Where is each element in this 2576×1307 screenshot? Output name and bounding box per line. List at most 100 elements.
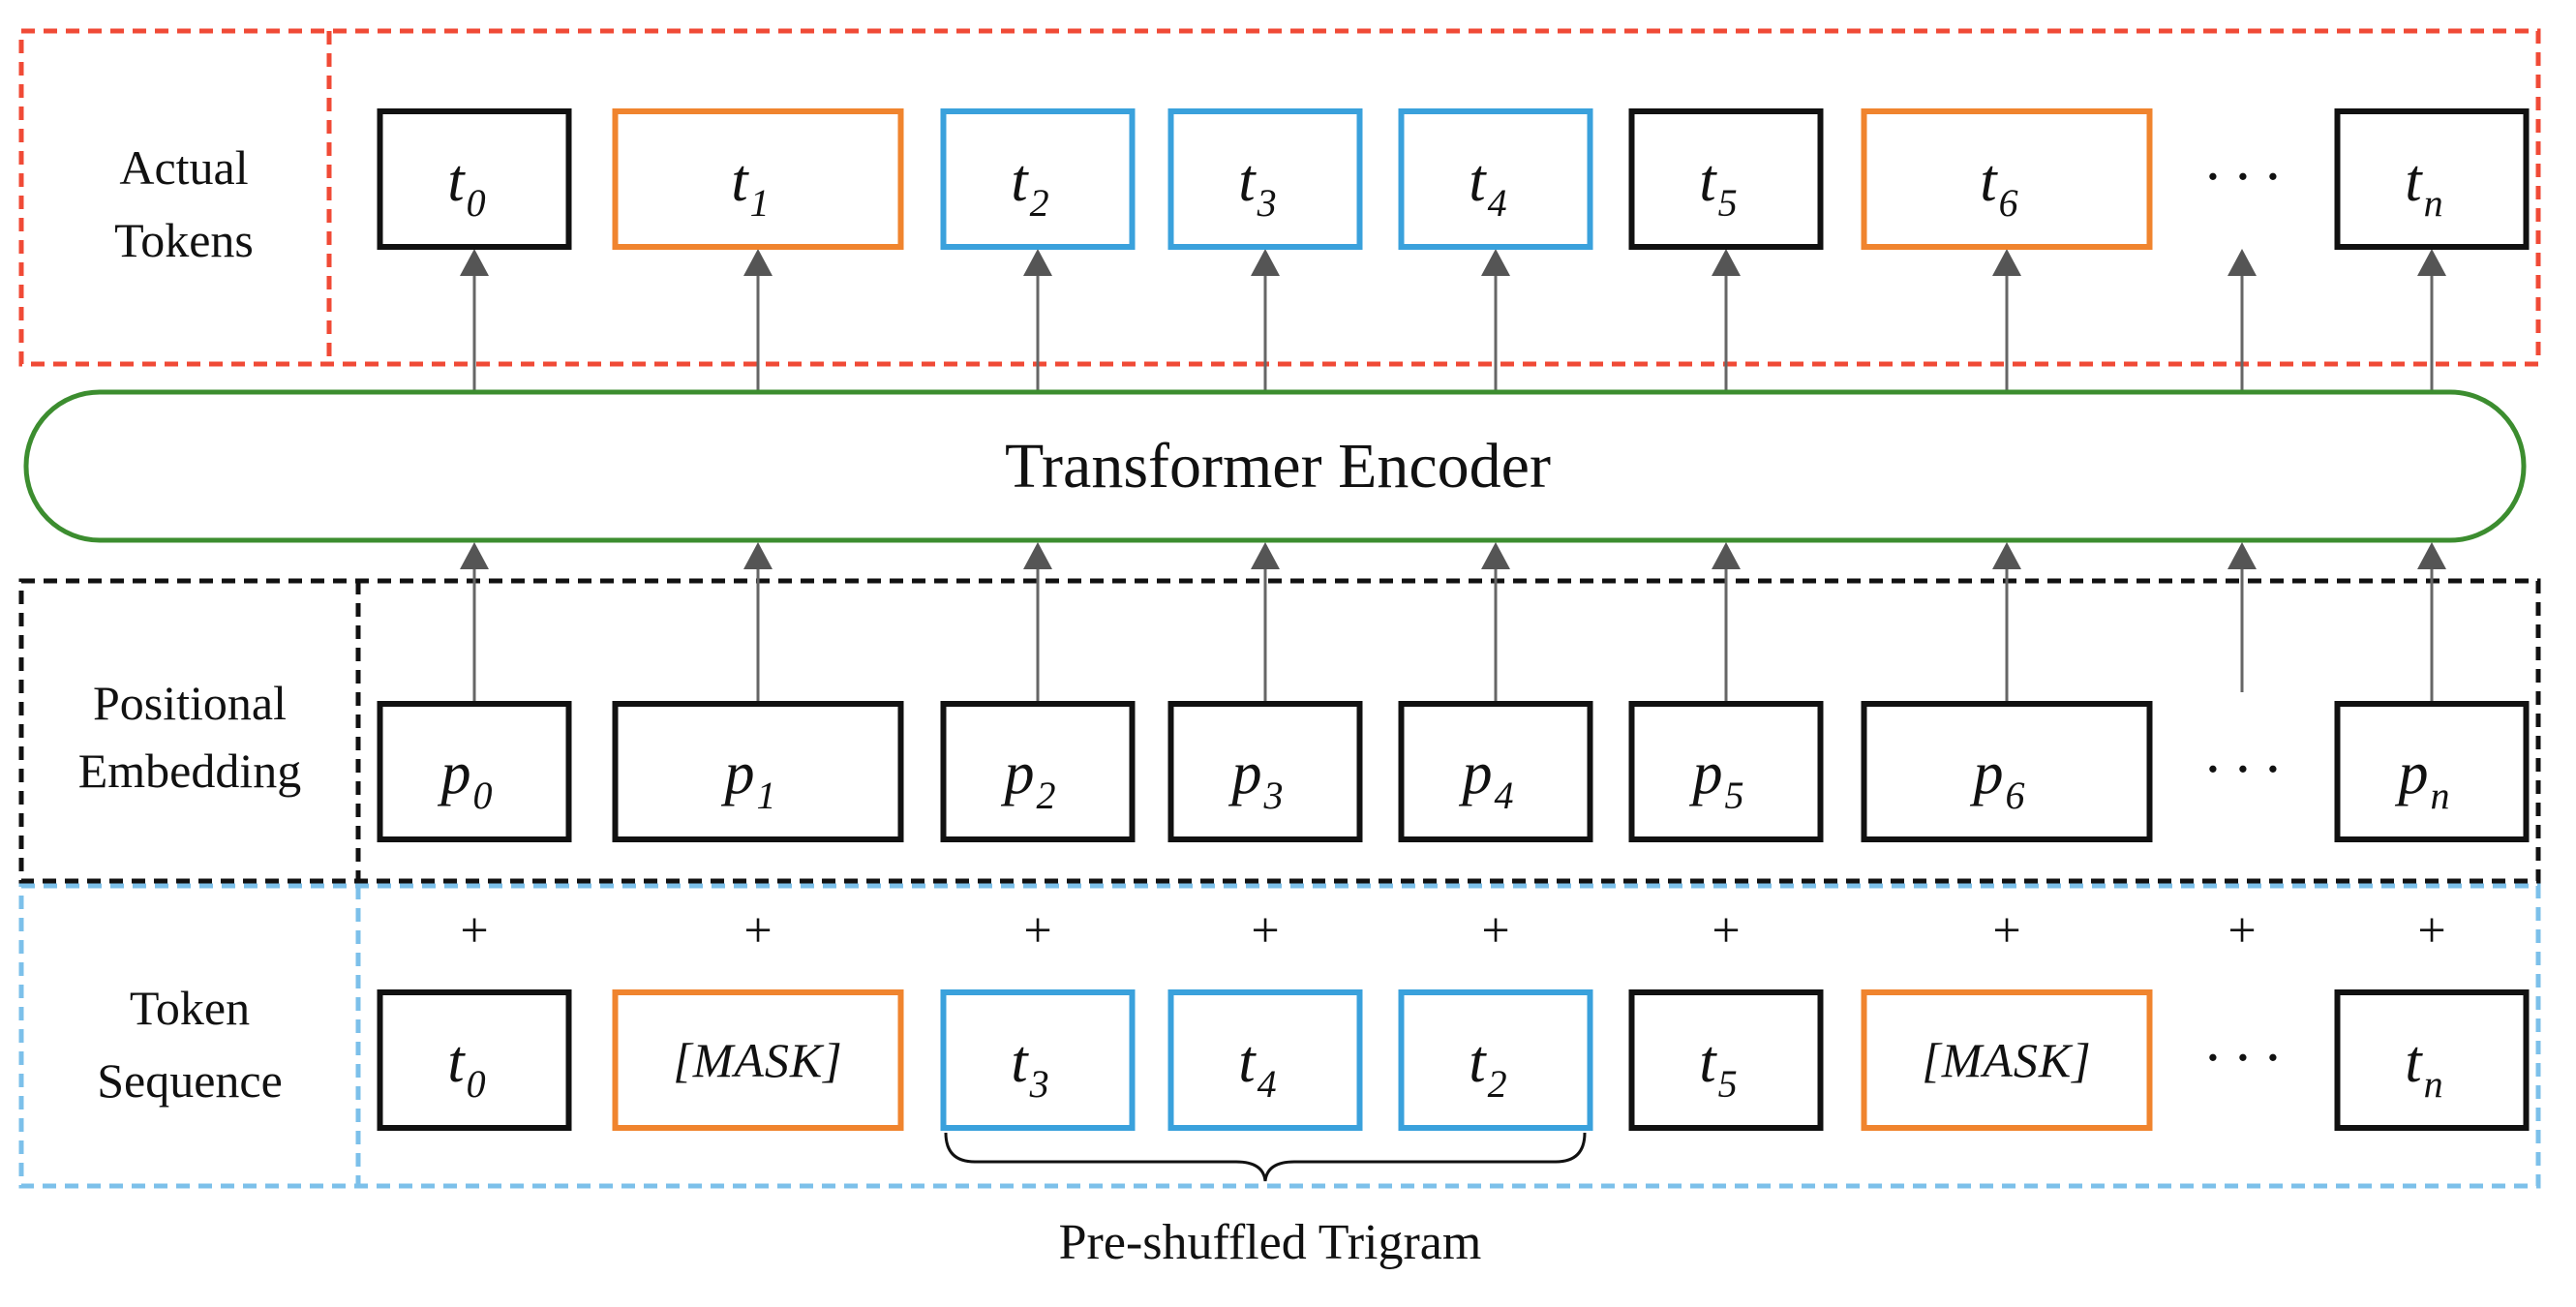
- plus-sign-0: +: [460, 903, 488, 958]
- positional-embedding-ellipsis: · · ·: [2204, 737, 2280, 803]
- positional-embedding-label-line1: Positional: [93, 676, 287, 730]
- trigram-caption: Pre-shuffled Trigram: [1059, 1215, 1482, 1270]
- positional-embedding-symbol-8: pn: [2395, 741, 2450, 817]
- symbol-letter: t: [1699, 148, 1717, 214]
- actual-tokens-symbol-0: t0: [447, 148, 485, 225]
- token-sequence-box-4: [1398, 989, 1593, 1131]
- symbol-letter: p: [1970, 741, 2004, 806]
- symbol-subscript: 4: [1488, 181, 1507, 225]
- token-sequence-label-line2: Sequence: [97, 1053, 283, 1108]
- actual-tokens-symbol-1: t1: [731, 148, 769, 225]
- symbol-subscript: 4: [1495, 774, 1514, 817]
- arrow-up-bottom-3-head: [1251, 542, 1280, 569]
- plus-sign-8: +: [2417, 903, 2445, 958]
- token-sequence-box-3: [1167, 989, 1363, 1131]
- token-sequence-box-8: [2334, 989, 2530, 1131]
- arrow-up-bottom-6-head: [1992, 542, 2021, 569]
- symbol-subscript: 6: [2006, 774, 2025, 817]
- token-sequence-symbol-3: t4: [1238, 1029, 1276, 1106]
- token-sequence-box-0: [377, 989, 572, 1131]
- actual-tokens-box-4: [1398, 108, 1593, 250]
- symbol-subscript: 0: [467, 1062, 486, 1106]
- arrow-up-top-5-head: [1712, 249, 1741, 276]
- actual-tokens-symbol-5: t5: [1699, 148, 1737, 225]
- positional-embedding-symbol-6: p6: [1970, 741, 2025, 817]
- symbol-subscript: n: [2431, 774, 2450, 817]
- symbol-subscript: 2: [1488, 1062, 1507, 1106]
- arrow-up-bottom-7-head: [2227, 542, 2257, 569]
- symbol-letter: p: [1689, 741, 1723, 806]
- token-sequence-box-5: [1628, 989, 1824, 1131]
- arrow-up-bottom-5-head: [1712, 542, 1741, 569]
- actual-tokens-frame: [18, 28, 2541, 367]
- token-sequence-symbol-8: tn: [2405, 1029, 2442, 1106]
- arrow-up-top-1-head: [743, 249, 773, 276]
- symbol-subscript: n: [2424, 181, 2443, 225]
- actual-tokens-symbol-4: t4: [1469, 148, 1506, 225]
- symbol-letter: t: [731, 148, 749, 214]
- symbol-letter: p: [2395, 741, 2429, 806]
- region-frames: [18, 28, 2541, 1189]
- symbol-subscript: 3: [1263, 774, 1284, 817]
- symbol-subscript: 4: [1258, 1062, 1277, 1106]
- actual-tokens-box-5: [1628, 108, 1824, 250]
- token-sequence-symbol-5: t5: [1699, 1029, 1737, 1106]
- token-sequence-label-line1: Token: [130, 981, 250, 1035]
- positional-embedding-box-0: [377, 701, 572, 842]
- embedding-to-encoder-arrows: [460, 542, 2446, 704]
- actual-tokens-symbol-3: t3: [1238, 148, 1276, 225]
- transformer-encoder-label: Transformer Encoder: [1005, 431, 1551, 502]
- symbol-letter: t: [447, 1029, 466, 1095]
- symbol-letter: t: [1238, 1029, 1257, 1095]
- symbol-letter: t: [1469, 148, 1487, 214]
- symbol-letter: t: [447, 148, 466, 214]
- actual-tokens-box-2: [940, 108, 1136, 250]
- symbol-letter: t: [1469, 1029, 1487, 1095]
- symbol-subscript: 2: [1037, 774, 1056, 817]
- symbol-subscript: 3: [1029, 1062, 1049, 1106]
- plus-sign-2: +: [1023, 903, 1051, 958]
- positional-embedding-box-2: [940, 701, 1136, 842]
- positional-embedding-symbol-0: p0: [438, 741, 493, 817]
- symbol-subscript: 6: [1999, 181, 2018, 225]
- symbol-letter: p: [1459, 741, 1493, 806]
- token-sequence-frame: [18, 883, 2541, 1189]
- token-sequence-box-2: [940, 989, 1136, 1131]
- positional-embedding-symbol-4: p4: [1459, 741, 1514, 817]
- actual-tokens-box-1: [612, 108, 904, 250]
- symbol-letter: t: [1699, 1029, 1717, 1095]
- token-sequence-box-6: [1861, 989, 2153, 1131]
- plus-sign-7: +: [2227, 903, 2256, 958]
- positional-embedding-frame: [18, 578, 2541, 884]
- positional-embedding-box-5: [1628, 701, 1824, 842]
- positional-embedding-box-6: [1861, 701, 2153, 842]
- actual-tokens-label-line2: Tokens: [114, 213, 254, 267]
- actual-tokens-ellipsis: · · ·: [2204, 144, 2280, 210]
- encoder-to-tokens-arrows: [460, 249, 2446, 392]
- arrow-up-top-4-head: [1481, 249, 1510, 276]
- positional-embedding-box-8: [2334, 701, 2530, 842]
- actual-tokens-box-8: [2334, 108, 2530, 250]
- symbol-subscript: n: [2424, 1062, 2443, 1106]
- symbol-subscript: 0: [467, 181, 486, 225]
- symbol-letter: t: [1980, 148, 1998, 214]
- symbol-subscript: 2: [1030, 181, 1049, 225]
- actual-tokens-symbol-6: t6: [1980, 148, 2017, 225]
- symbol-subscript: 3: [1257, 181, 1277, 225]
- symbol-letter: p: [1228, 741, 1262, 806]
- positional-embedding-box-1: [612, 701, 904, 842]
- actual-tokens-box-3: [1167, 108, 1363, 250]
- token-sequence-ellipsis: · · ·: [2204, 1025, 2280, 1091]
- actual-tokens-label-line1: Actual: [119, 140, 248, 195]
- symbol-letter: t: [2405, 1029, 2423, 1095]
- symbol-letter: p: [721, 741, 755, 806]
- positional-embedding-symbol-2: p2: [1001, 741, 1056, 817]
- arrow-up-bottom-2-head: [1023, 542, 1052, 569]
- symbol-subscript: 5: [1718, 1062, 1738, 1106]
- plus-sign-4: +: [1481, 903, 1509, 958]
- positional-embedding-symbol-3: p3: [1228, 741, 1284, 817]
- symbol-subscript: 1: [750, 181, 770, 225]
- plus-sign-6: +: [1992, 903, 2020, 958]
